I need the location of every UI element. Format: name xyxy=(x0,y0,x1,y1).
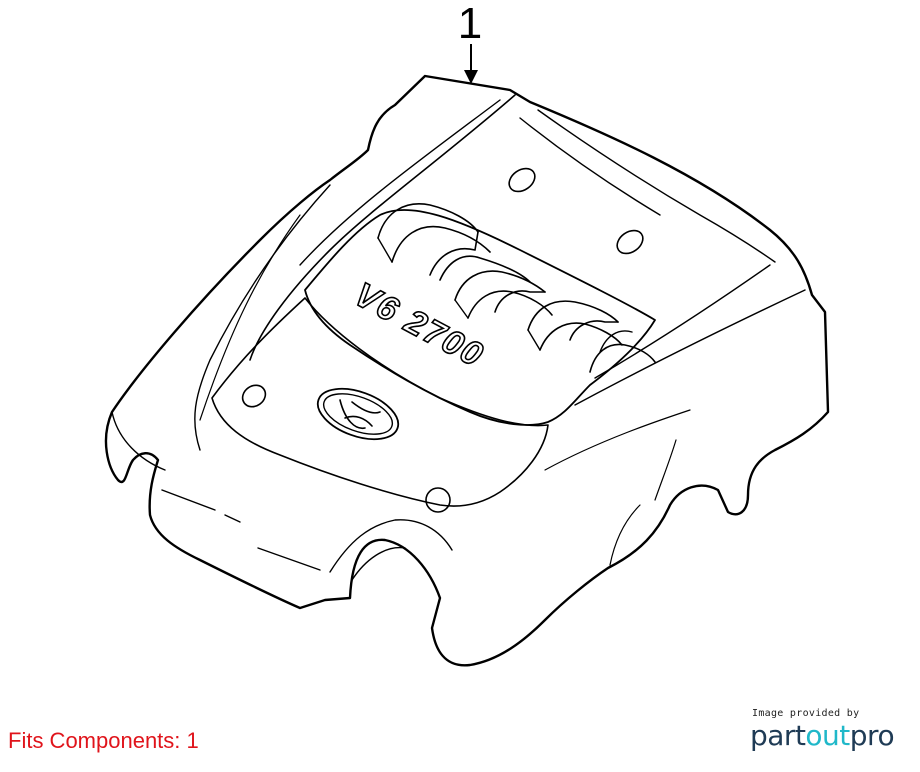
brand-part3: pro xyxy=(849,719,895,752)
fits-components-label: Fits Components: 1 xyxy=(8,728,199,753)
engine-cover-outline xyxy=(104,74,830,667)
brand-part1: part xyxy=(750,719,806,752)
brand-part2: out xyxy=(805,719,850,752)
image-provided-by: Image provided by xyxy=(752,708,860,719)
callout-arrow xyxy=(464,44,478,84)
partoutpro-logo: partoutpro xyxy=(750,721,910,751)
engraving-label: V6 2700 xyxy=(348,276,490,376)
callout-number: 1 xyxy=(458,0,482,48)
image-credit: Image provided by partoutpro xyxy=(750,708,910,751)
